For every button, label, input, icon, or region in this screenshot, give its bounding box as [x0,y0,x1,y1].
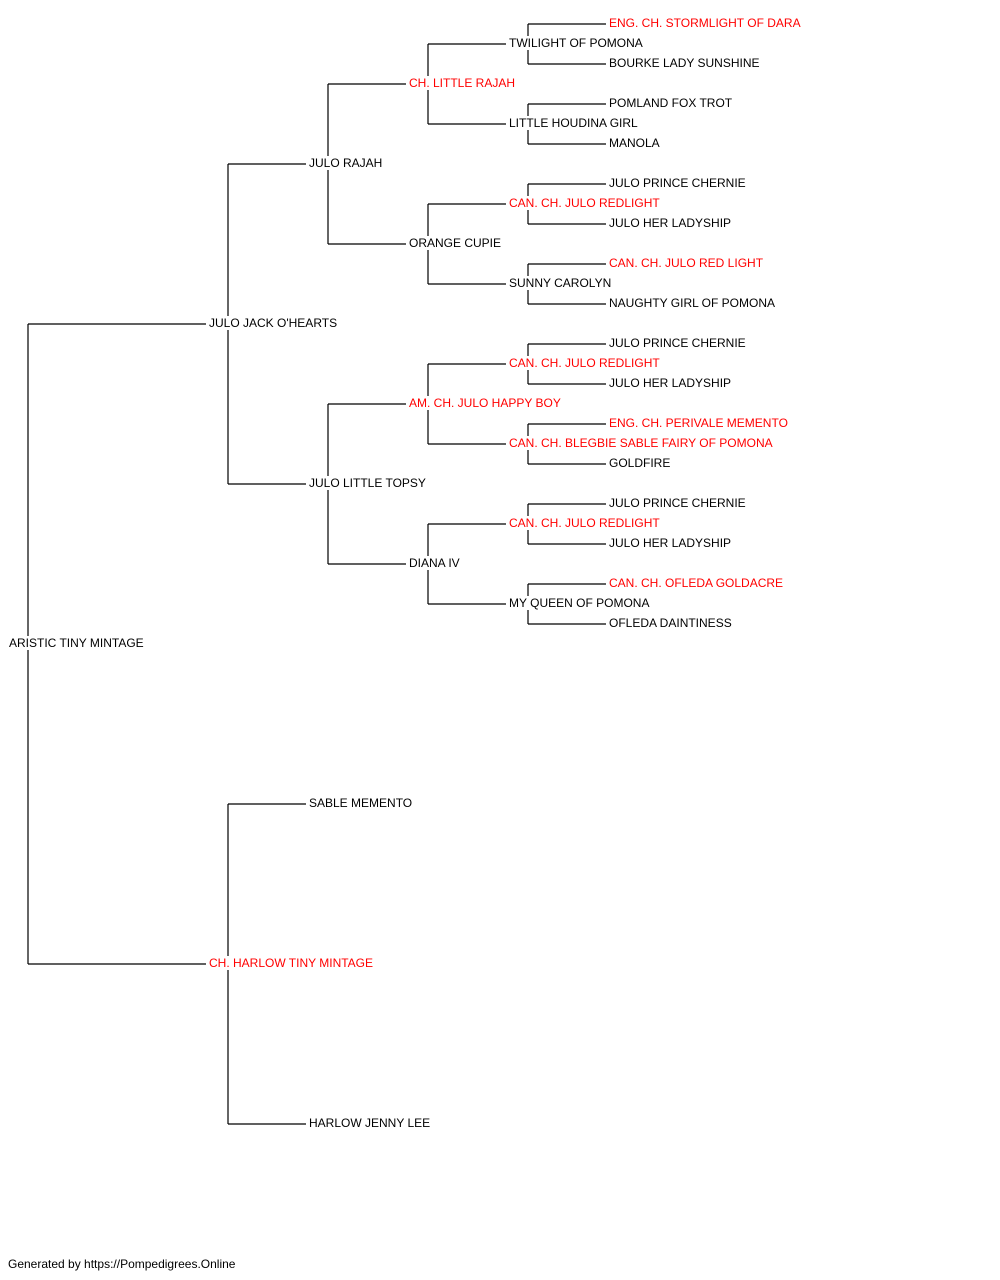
pedigree-node-ofleda-daintiness: OFLEDA DAINTINESS [608,616,733,630]
pedigree-node-eng-ch-perivale-memento: ENG. CH. PERIVALE MEMENTO [608,416,789,430]
pedigree-node-goldfire: GOLDFIRE [608,456,672,470]
pedigree-node-twilight-of-pomona: TWILIGHT OF POMONA [508,36,644,50]
pedigree-node-ch-little-rajah: CH. LITTLE RAJAH [408,76,517,90]
pedigree-node-sable-memento: SABLE MEMENTO [308,796,414,810]
pedigree-node-bourke-lady-sunshine: BOURKE LADY SUNSHINE [608,56,761,70]
pedigree-node-aristic-tiny-mintage: ARISTIC TINY MINTAGE [8,636,145,650]
pedigree-node-julo-her-ladyship: JULO HER LADYSHIP [608,216,733,230]
pedigree-node-ch-harlow-tiny-mintage: CH. HARLOW TINY MINTAGE [208,956,375,970]
pedigree-node-manola: MANOLA [608,136,661,150]
pedigree-node-julo-prince-chernie: JULO PRINCE CHERNIE [608,176,747,190]
pedigree-node-little-houdina-girl: LITTLE HOUDINA GIRL [508,116,639,130]
pedigree-node-diana-iv: DIANA IV [408,556,461,570]
pedigree-node-julo-prince-chernie: JULO PRINCE CHERNIE [608,496,747,510]
pedigree-node-julo-jack-o-hearts: JULO JACK O'HEARTS [208,316,339,330]
pedigree-node-eng-ch-stormlight-of-dara: ENG. CH. STORMLIGHT OF DARA [608,16,802,30]
pedigree-node-can-ch-julo-red-light: CAN. CH. JULO RED LIGHT [608,256,765,270]
pedigree-node-can-ch-julo-redlight: CAN. CH. JULO REDLIGHT [508,356,661,370]
footer-credit: Generated by https://Pompedigrees.Online [8,1257,236,1271]
pedigree-node-can-ch-julo-redlight: CAN. CH. JULO REDLIGHT [508,516,661,530]
pedigree-node-julo-her-ladyship: JULO HER LADYSHIP [608,376,733,390]
pedigree-node-my-queen-of-pomona: MY QUEEN OF POMONA [508,596,651,610]
pedigree-node-can-ch-ofleda-goldacre: CAN. CH. OFLEDA GOLDACRE [608,576,785,590]
pedigree-node-julo-her-ladyship: JULO HER LADYSHIP [608,536,733,550]
pedigree-node-julo-prince-chernie: JULO PRINCE CHERNIE [608,336,747,350]
pedigree-node-naughty-girl-of-pomona: NAUGHTY GIRL OF POMONA [608,296,777,310]
pedigree-node-orange-cupie: ORANGE CUPIE [408,236,503,250]
pedigree-node-julo-little-topsy: JULO LITTLE TOPSY [308,476,427,490]
pedigree-node-sunny-carolyn: SUNNY CAROLYN [508,276,613,290]
pedigree-node-harlow-jenny-lee: HARLOW JENNY LEE [308,1116,432,1130]
pedigree-node-pomland-fox-trot: POMLAND FOX TROT [608,96,734,110]
pedigree-node-can-ch-blegbie-sable-fairy-of-pomona: CAN. CH. BLEGBIE SABLE FAIRY OF POMONA [508,436,774,450]
pedigree-node-julo-rajah: JULO RAJAH [308,156,384,170]
pedigree-node-can-ch-julo-redlight: CAN. CH. JULO REDLIGHT [508,196,661,210]
pedigree-node-am-ch-julo-happy-boy: AM. CH. JULO HAPPY BOY [408,396,562,410]
